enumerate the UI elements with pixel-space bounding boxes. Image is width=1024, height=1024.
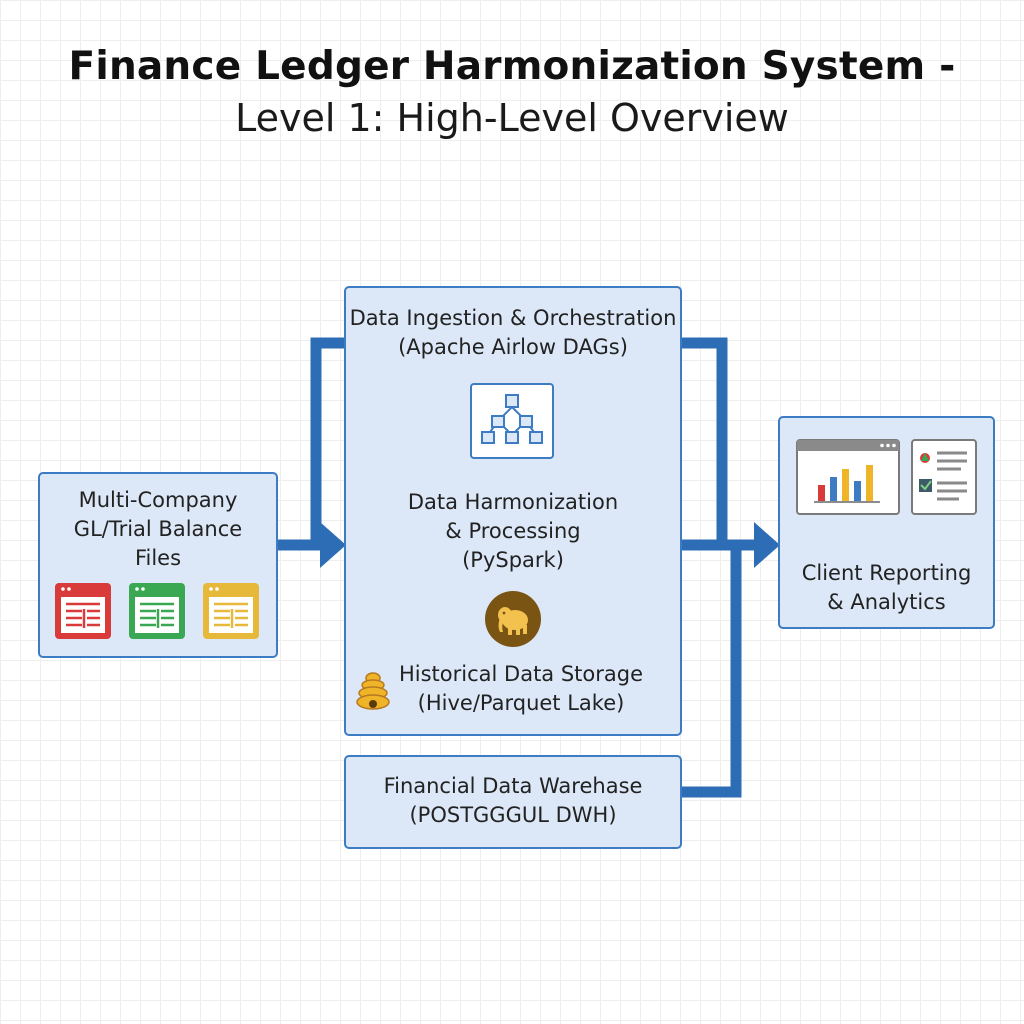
diagram-title: Finance Ledger Harmonization System - — [68, 44, 956, 89]
connector-ingestion-to-reporting — [680, 337, 728, 545]
arrowhead-to-processing — [320, 522, 346, 568]
spreadsheet-red-icon — [55, 583, 111, 639]
spreadsheet-yellow-icon — [203, 583, 259, 639]
storage-label: Historical Data Storage (Hive/Parquet La… — [398, 662, 644, 715]
arrowhead-to-reporting — [754, 522, 780, 568]
processing-label: Data Harmonization & Processing (PySpark… — [407, 490, 619, 572]
warehouse-label: Financial Data Warehase (POSTGGGUL DWH) — [383, 774, 643, 827]
source-files-label: Multi-Company GL/Trial Balance Files — [73, 488, 243, 570]
connector-source-to-ingestion — [278, 337, 346, 551]
connector-warehouse-to-reporting — [680, 545, 742, 798]
ingestion-label: Data Ingestion & Orchestration (Apache A… — [349, 306, 677, 359]
spreadsheet-green-icon — [129, 583, 185, 639]
diagram-subtitle: Level 1: High-Level Overview — [235, 96, 789, 140]
warehouse-box — [344, 755, 682, 849]
dag-network-icon — [470, 383, 554, 459]
beehive-icon — [356, 672, 390, 710]
report-checklist-icon — [911, 439, 977, 515]
elephant-icon — [485, 591, 541, 647]
bar-chart-dashboard-icon — [796, 439, 900, 515]
ingestion-processing-box — [344, 286, 682, 736]
reporting-label: Client Reporting & Analytics — [801, 561, 972, 614]
